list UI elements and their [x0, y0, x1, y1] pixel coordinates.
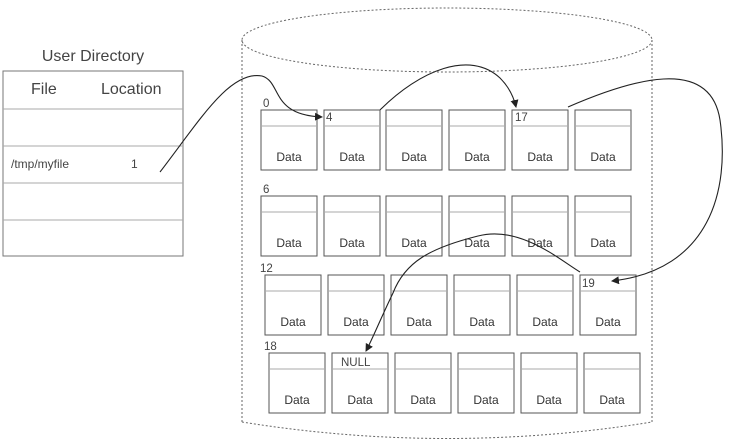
disk-block: Data	[268, 352, 326, 414]
block-data-label: Data	[406, 315, 432, 329]
block-data-label: Data	[527, 150, 553, 164]
disk-block: Data	[574, 109, 632, 171]
block-data-label: Data	[469, 315, 495, 329]
block-data-label: Data	[590, 236, 616, 250]
block-label-17: 17	[515, 112, 528, 124]
block-data-label: Data	[401, 236, 427, 250]
disk-block: Data	[323, 195, 381, 257]
disk-block: Data	[457, 352, 515, 414]
block-data-label: Data	[595, 315, 621, 329]
disk-block: Data	[574, 195, 632, 257]
disk-block: Data	[448, 195, 506, 257]
block-label-19: 19	[582, 278, 595, 290]
disk-block: Data	[260, 109, 318, 171]
block-data-label: Data	[284, 393, 310, 407]
arrow-block-17-to-block-19	[567, 78, 723, 285]
row-label-18: 18	[264, 341, 277, 353]
disk-block: Data	[520, 352, 578, 414]
block-data-label: Data	[532, 315, 558, 329]
disk-block: Data	[511, 195, 569, 257]
block-data-label: Data	[401, 150, 427, 164]
disk-block: Data	[385, 195, 443, 257]
disk-block: Data	[511, 109, 569, 171]
chain-arrows	[159, 64, 723, 352]
block-data-label: Data	[343, 315, 369, 329]
disk-block: Data	[390, 274, 448, 336]
disk-block: Data	[448, 109, 506, 171]
block-data-label: Data	[339, 236, 365, 250]
null-marker: NULL	[341, 357, 371, 369]
block-label-4: 4	[326, 112, 333, 124]
block-data-label: Data	[276, 236, 302, 250]
disk-block: Data	[331, 352, 389, 414]
disk-block: Data	[516, 274, 574, 336]
row-label-6: 6	[263, 184, 269, 196]
location-column-header: Location	[101, 81, 162, 98]
block-data-label: Data	[590, 150, 616, 164]
arrow-block-19-to-block-18	[365, 233, 581, 352]
block-data-label: Data	[464, 150, 490, 164]
block-data-label: Data	[276, 150, 302, 164]
row-label-12: 12	[260, 263, 273, 275]
directory-location-entry: 1	[131, 157, 138, 171]
disk-block: Data	[385, 109, 443, 171]
block-data-label: Data	[339, 150, 365, 164]
block-data-label: Data	[347, 393, 373, 407]
disk-block: Data	[394, 352, 452, 414]
disk-block: Data	[453, 274, 511, 336]
block-data-label: Data	[536, 393, 562, 407]
block-data-label: Data	[410, 393, 436, 407]
directory-title: User Directory	[41, 48, 145, 65]
disk-block: Data	[260, 195, 318, 257]
file-column-header: File	[31, 81, 57, 98]
block-data-label: Data	[280, 315, 306, 329]
block-data-label: Data	[599, 393, 625, 407]
directory-file-entry: /tmp/myfile	[11, 157, 70, 171]
block-data-label: Data	[464, 236, 490, 250]
block-data-label: Data	[473, 393, 499, 407]
disk-block: Data	[579, 274, 637, 336]
row-label-0: 0	[263, 98, 269, 110]
disk-block: Data	[323, 109, 381, 171]
block-data-label: Data	[527, 236, 553, 250]
arrow-block-4-to-block-17	[379, 64, 519, 111]
disk-cylinder	[241, 7, 653, 439]
arrow-directory-to-block-4	[159, 75, 323, 173]
directory-table	[2, 70, 184, 257]
disk-block: Data	[327, 274, 385, 336]
disk-block: Data	[583, 352, 641, 414]
disk-block: Data	[264, 274, 322, 336]
